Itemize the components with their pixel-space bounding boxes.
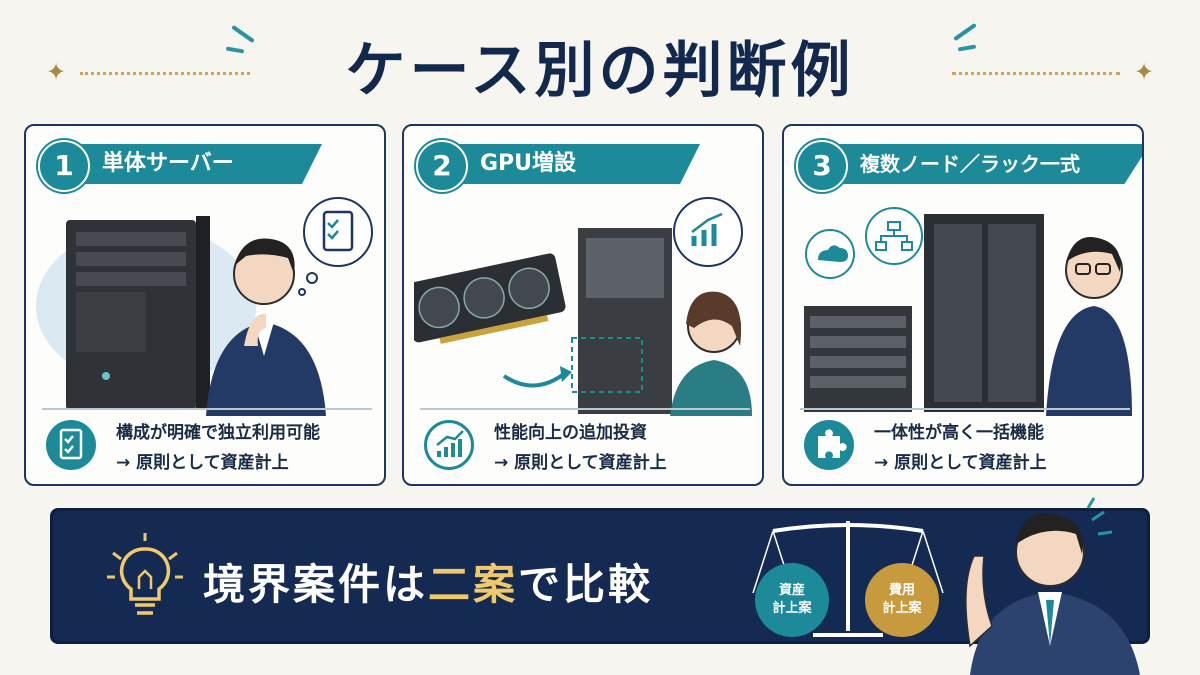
expense-proposal-badge: 費用計上案 <box>865 563 939 637</box>
balance-scale-icon <box>752 521 944 637</box>
card-number: 3 <box>796 140 848 192</box>
title-divider-right <box>952 72 1120 75</box>
clipboard-check-icon <box>46 420 96 470</box>
conclusion-result: → 原則として資産計上 <box>116 453 289 473</box>
message-prefix: 境界案件は <box>203 560 429 609</box>
server-tower-illustration <box>36 197 373 416</box>
pan-label-line1: 費用 <box>888 583 915 598</box>
card-conclusion: 一体性が高く一括機能 → 原則として資産計上 <box>800 408 1130 480</box>
message-suffix: で比較 <box>518 560 654 609</box>
card-header: 1 単体サーバー <box>38 140 360 192</box>
pan-label-line2: 計上案 <box>772 601 812 616</box>
card-number: 1 <box>38 140 90 192</box>
case-card-multi-node-rack: 3 複数ノード／ラック一式 一体性が高く一括機能 <box>782 124 1144 486</box>
comparison-message: 境界案件は二案で比較 <box>203 551 653 612</box>
conclusion-result: → 原則として資産計上 <box>874 453 1047 473</box>
card-heading: 複数ノード／ラック一式 <box>830 144 1142 184</box>
card-header: 3 複数ノード／ラック一式 <box>796 140 1142 192</box>
title-divider-left <box>80 72 250 75</box>
case-card-single-server: 1 単体サーバー 構成が明確で独立利用可能 → 原則として資産計上 <box>24 124 386 486</box>
card-header: 2 GPU増設 <box>416 140 738 192</box>
pan-label-line1: 資産 <box>778 583 805 598</box>
card-conclusion: 構成が明確で独立利用可能 → 原則として資産計上 <box>42 408 372 480</box>
gpu-install-illustration <box>414 197 752 416</box>
card-heading: GPU増設 <box>450 144 700 184</box>
conclusion-result: → 原則として資産計上 <box>494 453 667 473</box>
presenter-illustration <box>965 497 1140 675</box>
page-title: ケース別の判断例 <box>345 36 855 106</box>
conclusion-reason: 性能向上の追加投資 <box>494 423 647 443</box>
message-highlight: 二案 <box>428 560 519 609</box>
puzzle-icon <box>804 420 854 470</box>
card-heading: 単体サーバー <box>72 144 322 184</box>
card-conclusion: 性能向上の追加投資 → 原則として資産計上 <box>420 408 750 480</box>
card-number: 2 <box>416 140 468 192</box>
asset-proposal-badge: 資産計上案 <box>755 563 829 637</box>
pan-label-line2: 計上案 <box>882 601 922 616</box>
sparkle-icon: ✦ <box>46 58 67 86</box>
conclusion-reason: 構成が明確で独立利用可能 <box>116 423 320 443</box>
case-card-gpu-addition: 2 GPU増設 性能向上の <box>402 124 764 486</box>
lightbulb-icon <box>107 533 183 615</box>
sparkle-icon: ✦ <box>1134 58 1155 86</box>
conclusion-reason: 一体性が高く一括機能 <box>874 423 1044 443</box>
server-rack-illustration <box>804 207 1132 416</box>
growth-chart-icon <box>424 420 474 470</box>
